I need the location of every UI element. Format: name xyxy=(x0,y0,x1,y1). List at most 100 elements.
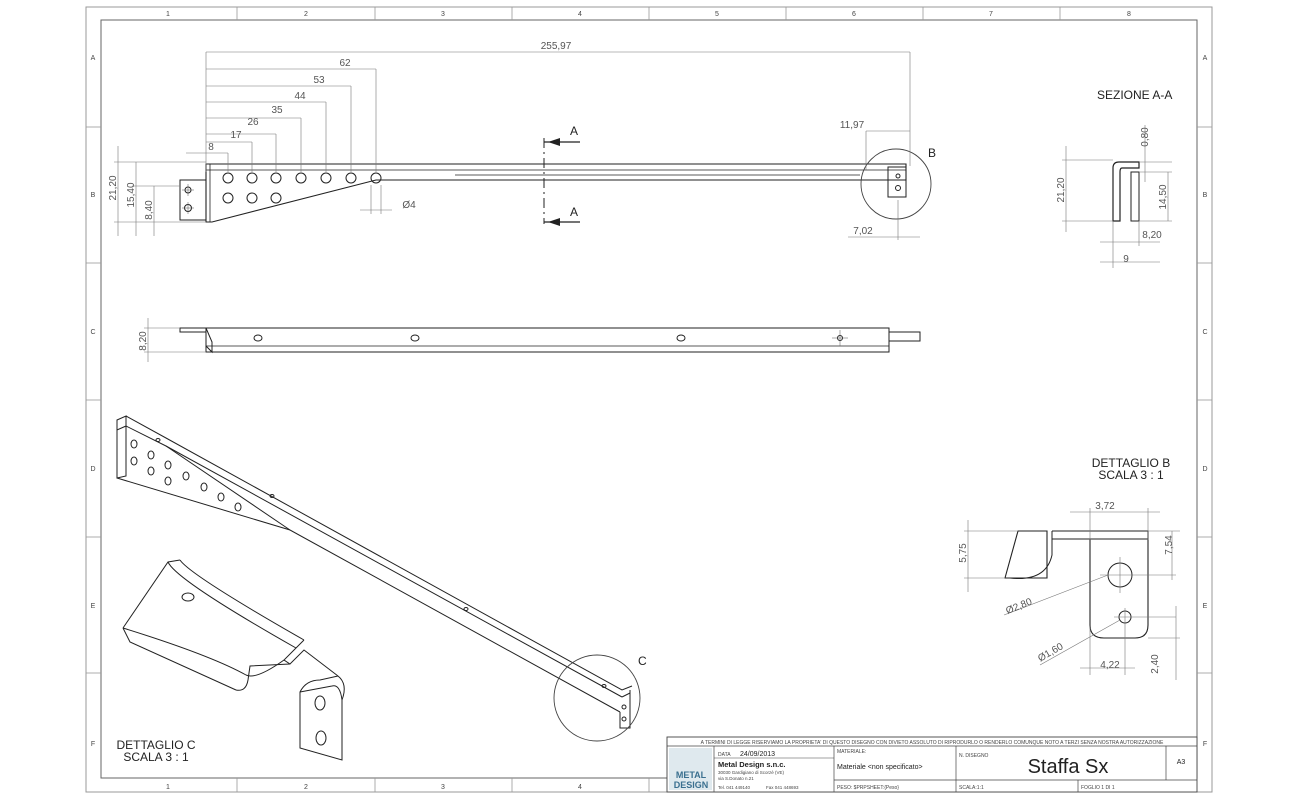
dim-width: 9 xyxy=(1123,254,1129,265)
row-label-left: B xyxy=(91,192,96,199)
row-label-left: E xyxy=(91,603,96,610)
company-logo xyxy=(669,748,712,790)
dim-35: 35 xyxy=(271,105,283,116)
row-label-right: E xyxy=(1203,603,1208,610)
logo-text-bottom: DESIGN xyxy=(674,780,709,790)
iso-holes xyxy=(130,438,627,722)
detail-b: DETTAGLIO B SCALA 3 : 1 3,72 5,75 7 xyxy=(958,456,1180,680)
company-name: Metal Design s.n.c. xyxy=(718,760,786,769)
dim-b-bottom: 4,22 xyxy=(1100,660,1120,671)
dim-flange: 8,20 xyxy=(1142,230,1162,241)
logo-text-top: METAL xyxy=(676,770,707,780)
detail-c-title: DETTAGLIO C xyxy=(116,738,195,752)
col-label-top: 3 xyxy=(441,11,445,18)
drawing-title: Staffa Sx xyxy=(1028,756,1109,778)
col-label-bottom: 2 xyxy=(304,784,308,791)
date-value: 24/09/2013 xyxy=(740,751,775,758)
col-label-bottom: 3 xyxy=(441,784,445,791)
isometric-view xyxy=(116,415,641,742)
detail-c-circle xyxy=(553,654,641,742)
col-label-top: 4 xyxy=(578,11,582,18)
company-address1: 30030 Gardigiano di Scorzè (VE) xyxy=(718,770,785,775)
row-label-right: C xyxy=(1202,329,1207,336)
detail-b-mark: B xyxy=(928,146,936,160)
dim-b-right: 7,54 xyxy=(1164,535,1175,555)
date-label: DATA xyxy=(718,752,731,758)
row-label-right: D xyxy=(1202,466,1207,473)
left-tab xyxy=(179,179,207,221)
detail-b-profile xyxy=(1004,530,1048,579)
weight-field: PESO: $PRPSHEET:{Peso} xyxy=(837,785,899,791)
row-label-left: F xyxy=(91,741,95,748)
col-label-top: 8 xyxy=(1127,11,1131,18)
dim-b-corner: 2,40 xyxy=(1150,654,1161,674)
dim-section-height: 21,20 xyxy=(1056,177,1067,202)
row-label-right: B xyxy=(1203,192,1208,199)
section-mark-bottom: A xyxy=(570,205,578,219)
detail-c xyxy=(122,559,345,761)
row-label-right: A xyxy=(1203,55,1208,62)
detail-b-scale: SCALA 3 : 1 xyxy=(1098,468,1164,482)
section-mark-top: A xyxy=(570,124,578,138)
dim-b-hole2: Ø1,60 xyxy=(1036,641,1065,664)
company-address2: via S.Donato n.21 xyxy=(718,776,754,781)
sheet-number: FOGLIO 1 DI 1 xyxy=(1081,785,1115,791)
side-view: 8,20 xyxy=(138,318,921,362)
dim-b-top: 3,72 xyxy=(1095,501,1115,512)
detail-b-circle xyxy=(860,148,932,220)
dim-44: 44 xyxy=(294,91,306,102)
dim-overall: 255,97 xyxy=(541,41,572,52)
material-label: MATERIALE: xyxy=(837,749,866,755)
col-label-top: 2 xyxy=(304,11,308,18)
dim-b-hole1: Ø2,80 xyxy=(1004,596,1034,617)
side-body xyxy=(205,327,890,353)
material-value: Materiale <non specificato> xyxy=(837,764,923,771)
dim-b-left: 5,75 xyxy=(958,543,969,563)
section-aa: SEZIONE A-A 0,80 21,20 14,50 8,20 9 xyxy=(1056,88,1172,268)
row-label-left: D xyxy=(90,466,95,473)
dim-hole-dia: Ø4 xyxy=(402,200,416,211)
title-block: A TERMINI DI LEGGE RISERVIAMO LA PROPRIE… xyxy=(666,736,1198,793)
hole-row xyxy=(222,172,382,204)
col-label-top: 6 xyxy=(852,11,856,18)
col-label-top: 7 xyxy=(989,11,993,18)
dim-height-15: 15,40 xyxy=(126,182,137,207)
row-label-left: A xyxy=(91,55,96,62)
sheet-format: A3 xyxy=(1177,759,1186,766)
col-label-top: 1 xyxy=(166,11,170,18)
dim-inner: 14,50 xyxy=(1158,184,1169,209)
company-tel: Tel. 041 449140 xyxy=(718,785,751,790)
detail-c-mark: C xyxy=(638,654,647,668)
drawing-number-label: N. DISEGNO xyxy=(959,753,989,759)
col-label-bottom: 4 xyxy=(578,784,582,791)
dimension-lines xyxy=(114,51,920,240)
dim-right: 11,97 xyxy=(840,120,865,131)
company-fax: Fax 041 448693 xyxy=(766,785,799,790)
detail-b-title: DETTAGLIO B xyxy=(1092,456,1170,470)
scale-field: SCALA:1:1 xyxy=(959,785,984,791)
detail-b-plate xyxy=(1052,530,1149,639)
dim-side-height: 8,20 xyxy=(138,331,149,351)
section-profile xyxy=(1112,161,1140,222)
top-view: B A A xyxy=(108,41,936,240)
right-tab xyxy=(887,166,907,198)
dim-right-bottom: 7,02 xyxy=(853,226,873,237)
dim-height-8: 8,40 xyxy=(144,200,155,220)
col-label-bottom: 1 xyxy=(166,784,170,791)
bracket-outline xyxy=(205,163,907,223)
dim-62: 62 xyxy=(339,58,351,69)
section-aa-title: SEZIONE A-A xyxy=(1097,88,1172,102)
dim-17: 17 xyxy=(230,130,242,141)
dim-height-21: 21,20 xyxy=(108,175,119,200)
dim-26: 26 xyxy=(247,117,259,128)
detail-c-scale: SCALA 3 : 1 xyxy=(123,750,189,764)
dim-thickness: 0,80 xyxy=(1140,127,1151,147)
col-label-top: 5 xyxy=(715,11,719,18)
row-label-right: F xyxy=(1203,741,1207,748)
dim-53: 53 xyxy=(313,75,325,86)
row-label-left: C xyxy=(90,329,95,336)
grid-ticks xyxy=(86,7,1212,792)
dim-8: 8 xyxy=(208,142,214,153)
legal-notice: A TERMINI DI LEGGE RISERVIAMO LA PROPRIE… xyxy=(701,740,1164,746)
